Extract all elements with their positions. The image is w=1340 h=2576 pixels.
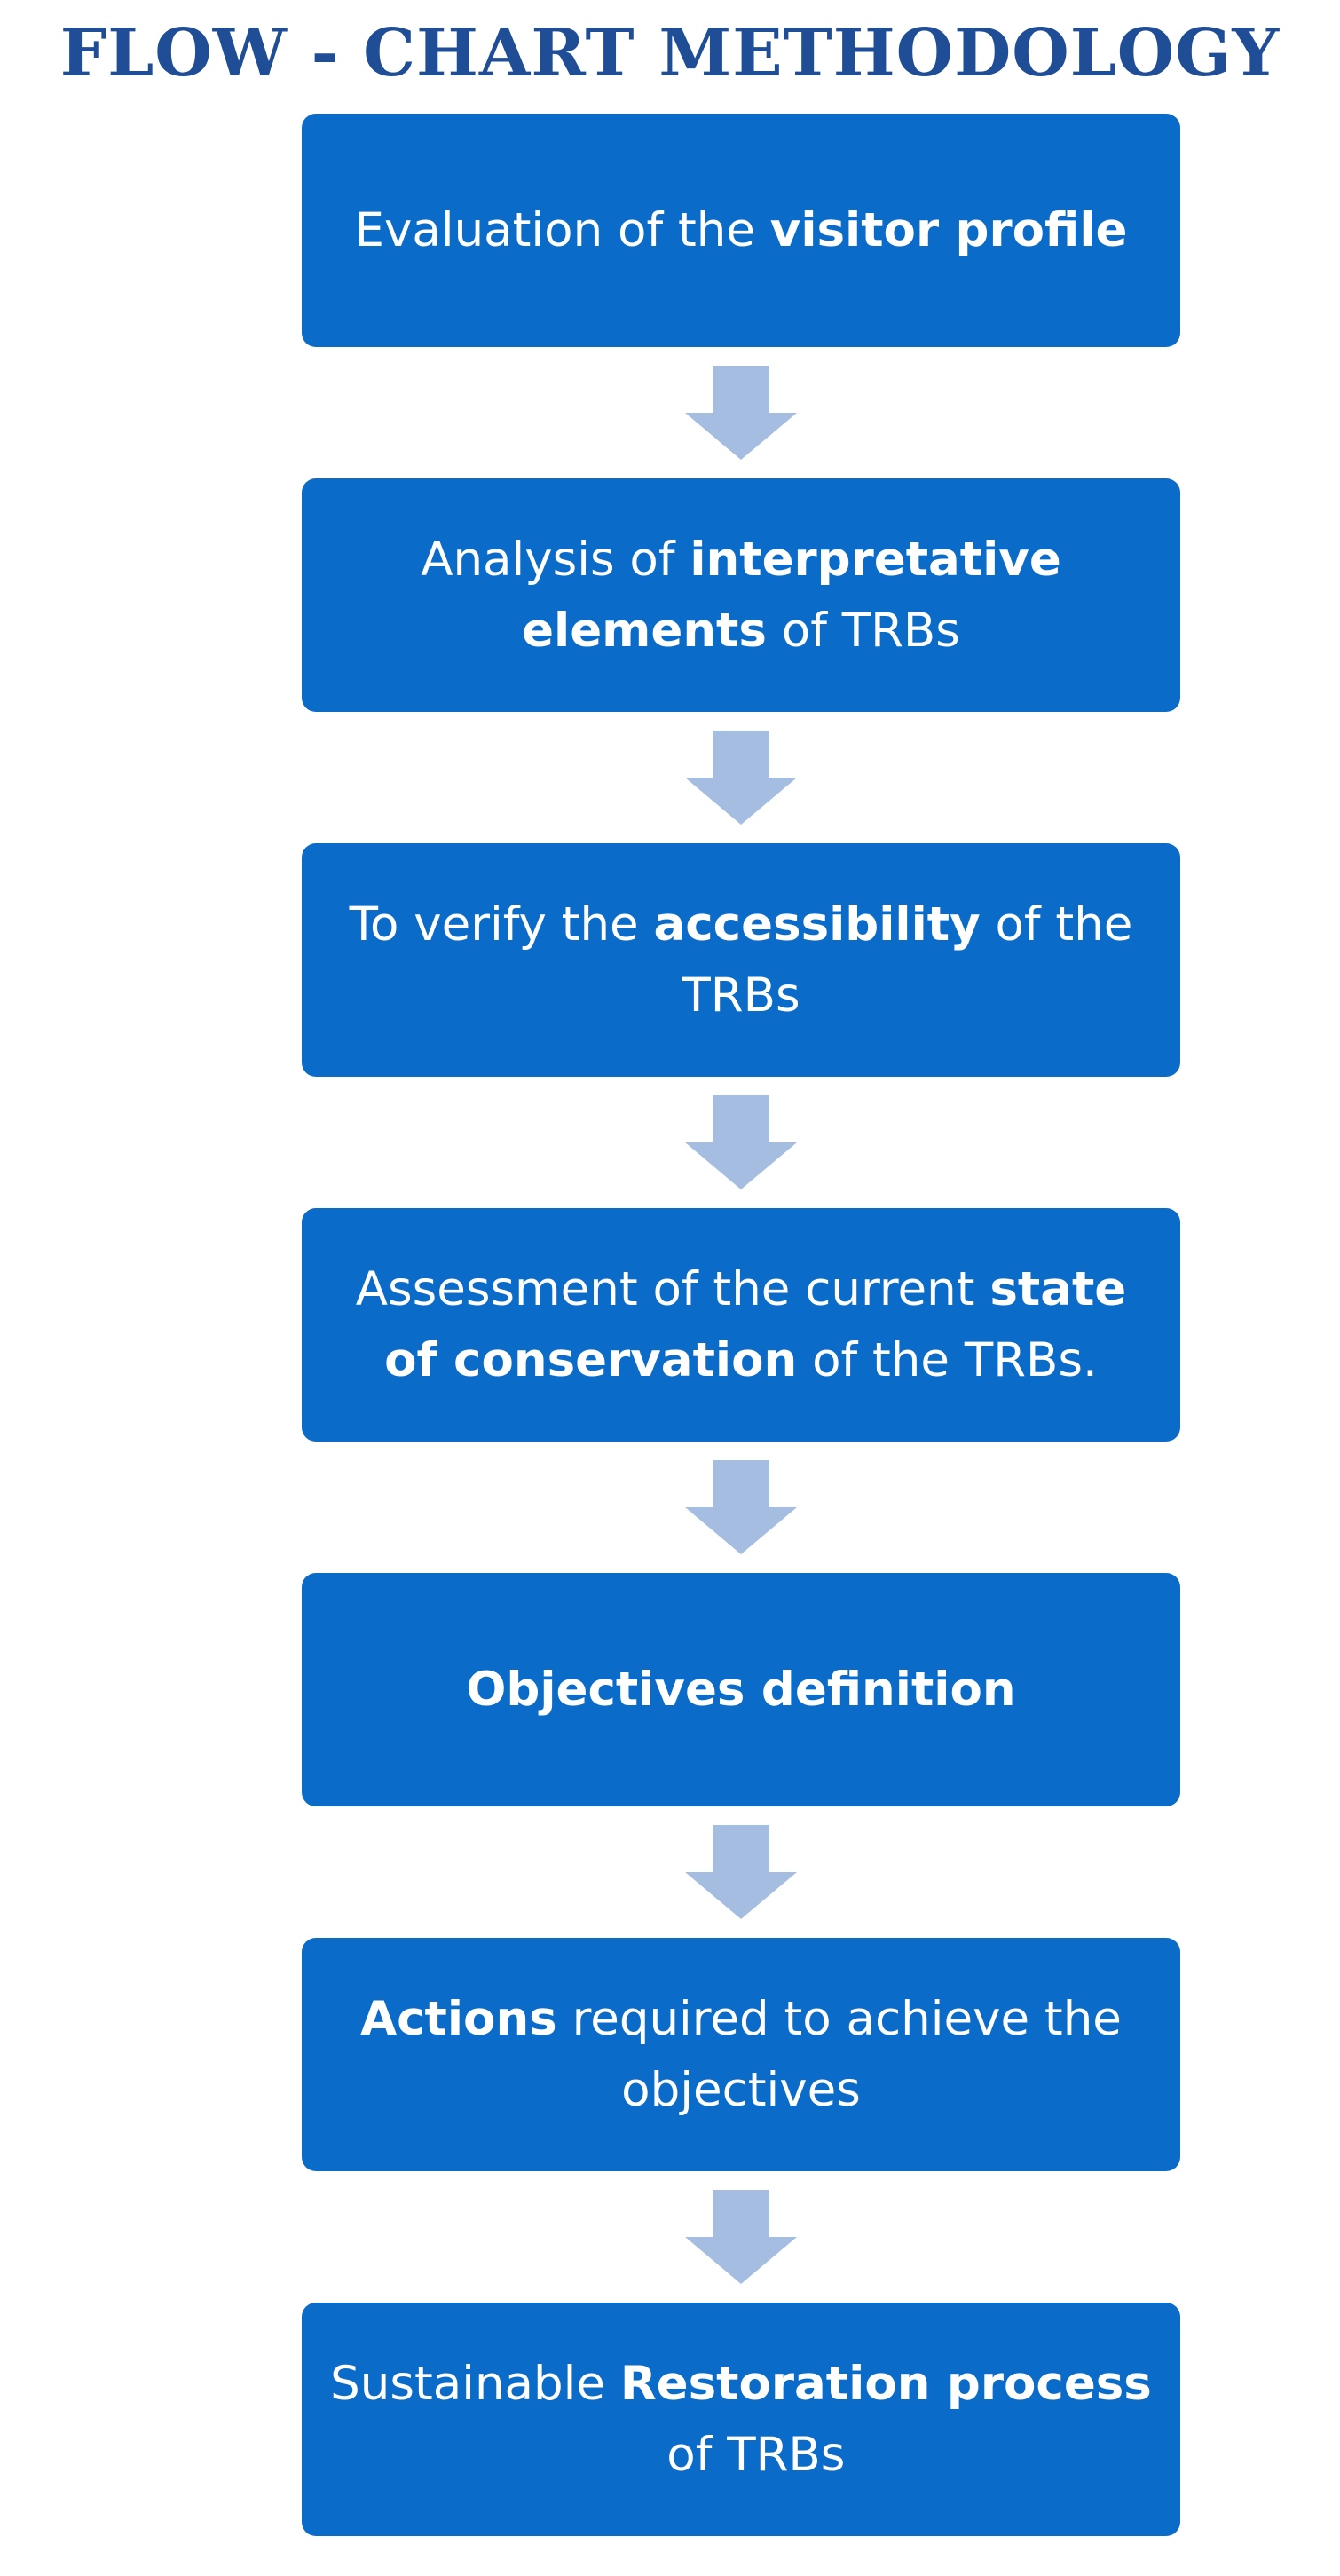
flow-step-3-text: To verify the accessibility of the TRBs [349,897,1133,1023]
down-arrow-icon [685,731,797,825]
down-arrow-icon [685,2190,797,2284]
down-arrow-icon [685,1825,797,1919]
flow-step-2: Analysis of interpretative elements of T… [302,478,1180,712]
flow-step-7-text: Sustainable Restoration process of TRBs [330,2356,1152,2482]
flow-step-5: Objectives definition [302,1573,1180,1806]
down-arrow-icon [685,366,797,460]
flow-step-3: To verify the accessibility of the TRBs [302,843,1180,1077]
diagram-title: FLOW - CHART METHODOLOGY [59,15,1281,91]
flow-step-6: Actions required to achieve the objectiv… [302,1938,1180,2171]
flow-step-4: Assessment of the current state of conse… [302,1208,1180,1442]
down-arrow-icon [685,1460,797,1554]
flow-step-2-text: Analysis of interpretative elements of T… [421,532,1061,658]
flow-step-5-text: Objectives definition [466,1662,1016,1717]
flow-step-1: Evaluation of the visitor profile [302,114,1180,347]
flow-step-1-text: Evaluation of the visitor profile [354,202,1128,257]
flow-step-7: Sustainable Restoration process of TRBs [302,2303,1180,2536]
flow-step-6-text: Actions required to achieve the objectiv… [360,1991,1122,2117]
flow-step-4-text: Assessment of the current state of conse… [355,1261,1127,1387]
down-arrow-icon [685,1095,797,1189]
